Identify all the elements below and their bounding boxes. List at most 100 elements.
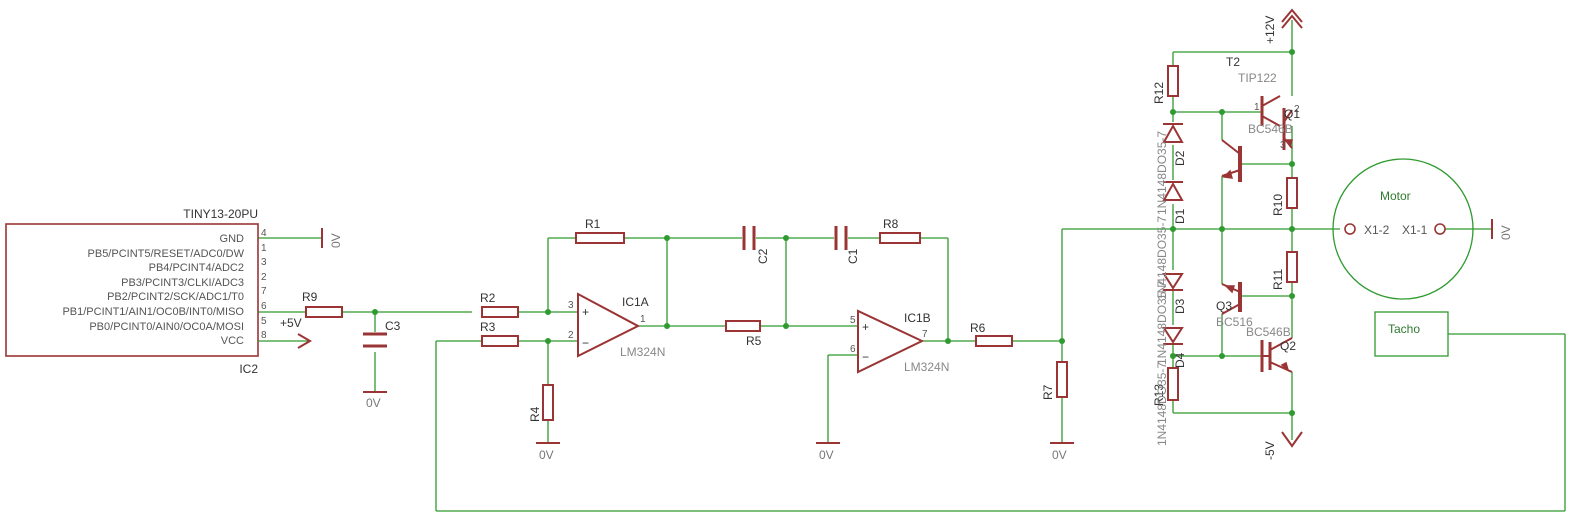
r10-label: R10 [1271, 194, 1285, 216]
ic2-pin-number: 4 [261, 228, 267, 239]
junctions [372, 49, 1295, 416]
gnd-label: 0V [1052, 448, 1067, 462]
d3-label: D3 [1173, 298, 1187, 314]
plus12v-supply: +12V [1263, 8, 1303, 44]
q1-pin: 1 [1254, 102, 1260, 113]
ic1a-name: IC1A [622, 295, 649, 309]
q1-name: Q1 [1284, 107, 1300, 121]
d2-label: D2 [1173, 150, 1187, 166]
ic1b-name: IC1B [904, 311, 931, 325]
resistor-r11: R11 [1271, 251, 1298, 290]
r1-label: R1 [585, 217, 601, 231]
t2-value: TIP122 [1238, 71, 1277, 85]
ic1a-pin: 3 [568, 300, 574, 311]
ic1a-pin: 2 [568, 330, 574, 341]
resistor-r6: R6 [970, 321, 1013, 347]
resistor-r9: R9 [302, 290, 343, 318]
gnd-label: 0V [366, 396, 381, 410]
r6-label: R6 [970, 321, 986, 335]
q1-pin: 3 [1280, 140, 1286, 151]
diode-value: 1N4148DO35-7 [1155, 281, 1169, 365]
wires [258, 20, 1566, 512]
q2-name: Q2 [1280, 339, 1296, 353]
resistor-r5: R5 [725, 320, 762, 348]
diode-d1: D1 [1162, 181, 1187, 224]
plus5v-label: +5V [280, 316, 302, 330]
resistor-r8: R8 [879, 217, 921, 244]
tacho: Tacho [1374, 311, 1449, 357]
opamp-minus: − [862, 350, 869, 364]
c1-label: C1 [846, 248, 860, 264]
r9-label: R9 [302, 290, 318, 304]
diode-d4: D4 [1162, 327, 1187, 368]
opamp-ic1a: + − 3 2 1 IC1A LM324N [568, 292, 665, 359]
ic2-value: TINY13-20PU [183, 207, 258, 221]
capacitor-c3: C3 0V [363, 319, 401, 410]
motor-terminal-label: X1-1 [1402, 223, 1428, 237]
opamp-ic1b: + − 5 6 7 IC1B LM324N 0V [816, 309, 949, 462]
ic1b-pin: 7 [922, 329, 928, 340]
diode-values: 1N4148DO35-7 1N4148DO35-7 1N4148DO35-7 1… [1155, 131, 1169, 446]
d4-label: D4 [1173, 352, 1187, 368]
r13-label: R13 [1152, 384, 1166, 406]
diode-d3: D3 [1162, 273, 1187, 314]
ic2-name: IC2 [239, 362, 258, 376]
plus12v-label: +12V [1263, 16, 1277, 44]
resistor-r1: R1 [575, 217, 625, 244]
resistor-r2: R2 [480, 291, 519, 318]
capacitor-c1: C1 [834, 226, 860, 264]
transistor-q3: Q3 BC516 [1216, 282, 1253, 329]
c2-label: C2 [756, 248, 770, 264]
ic2-pin-number: 5 [261, 316, 267, 327]
gnd-label: 0V [819, 448, 834, 462]
ic2-pin-number: 6 [261, 301, 267, 312]
diode-value: 1N4148DO35-7 [1155, 216, 1169, 300]
ic2-pin-number: 3 [261, 257, 267, 268]
q1-pin: 2 [1294, 104, 1300, 115]
motor-label: Motor [1380, 189, 1411, 203]
opamp-plus: + [582, 305, 589, 319]
ic2-pin-signal: PB0/PCINT0/AIN0/OC0A/MOSI [89, 321, 244, 333]
r4-label: R4 [528, 406, 542, 422]
ic1b-pin: 6 [850, 344, 856, 355]
r7-label: R7 [1041, 384, 1055, 400]
ic2-pin-signal: PB4/PCINT4/ADC2 [149, 262, 244, 274]
ic1b-value: LM324N [904, 360, 949, 374]
q3-name: Q3 [1216, 299, 1232, 313]
r8-label: R8 [883, 217, 899, 231]
resistor-r3: R3 [480, 320, 519, 347]
ic2-pin-signal: PB1/PCINT1/AIN1/OC0B/INT0/MISO [62, 306, 244, 318]
opamp-plus: + [862, 320, 869, 334]
opamp-minus: − [582, 336, 589, 350]
transistor-q1: 1 3 2 Q1 BC546B [1248, 95, 1300, 151]
ic2-pin-signal: VCC [221, 335, 244, 347]
ic1a-value: LM324N [620, 345, 665, 359]
ic2-microcontroller: TINY13-20PU IC2 GND PB5/PCINT5/RESET/ADC… [5, 207, 343, 376]
transistor-t2: T2 TIP122 [1221, 55, 1277, 182]
ic1a-pin: 1 [640, 314, 646, 325]
q1-value: BC546B [1248, 122, 1293, 136]
q3-value: BC516 [1216, 315, 1253, 329]
motor-terminal-label: X1-2 [1364, 223, 1390, 237]
ic2-pin-signal: PB5/PCINT5/RESET/ADC0/DW [88, 248, 245, 260]
gnd-label: 0V [539, 448, 554, 462]
ic2-pin-signal: GND [220, 233, 245, 245]
transistor-q2: Q2 BC546B [1246, 325, 1296, 373]
tacho-label: Tacho [1388, 322, 1420, 336]
r11-label: R11 [1271, 269, 1285, 290]
gnd-label: 0V [1499, 225, 1513, 240]
ic2-pin-signal: PB2/PCINT2/SCK/ADC1/T0 [107, 291, 244, 303]
capacitor-c2: C2 [742, 226, 770, 264]
r12-label: R12 [1152, 82, 1166, 104]
ic2-pin-signal: PB3/PCINT3/CLKI/ADC3 [121, 277, 244, 289]
resistor-r10: R10 [1271, 177, 1298, 216]
r2-label: R2 [480, 291, 496, 305]
resistor-r7: R7 0V [1041, 361, 1074, 462]
resistor-r13: R13 [1152, 367, 1179, 406]
resistor-r12: R12 [1152, 65, 1179, 104]
minus5v-label: -5V [1263, 441, 1277, 460]
motor: Motor X1-2 X1-1 0V [1332, 158, 1513, 300]
ic2-pin-number: 1 [261, 243, 267, 254]
diode-value: 1N4148DO35-7 [1155, 131, 1169, 215]
